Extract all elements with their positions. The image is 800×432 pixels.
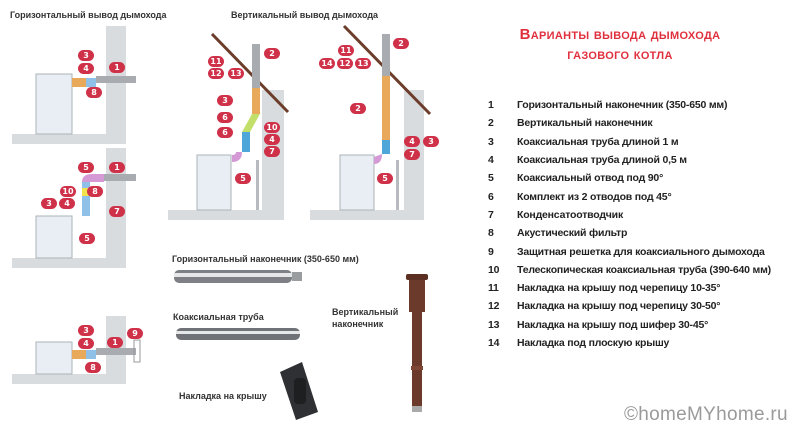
coaxial-pipe-photo <box>176 328 300 340</box>
badge: 7 <box>109 205 125 217</box>
badge: 4 <box>264 133 280 145</box>
caption-coaxial-pipe: Коаксиальная труба <box>173 312 264 322</box>
legend-number: 7 <box>488 208 494 221</box>
legend-number: 4 <box>488 154 494 167</box>
legend-number: 5 <box>488 172 494 185</box>
horizontal-diagram-1 <box>12 26 136 144</box>
legend-number: 13 <box>488 318 500 331</box>
badge: 11 <box>338 44 354 56</box>
badge: 8 <box>86 86 102 98</box>
badge: 5 <box>79 232 95 244</box>
badge: 6 <box>217 111 233 123</box>
horizontal-diagram-3 <box>12 316 141 384</box>
horizontal-tip-photo <box>174 270 302 283</box>
legend-text: Горизонтальный наконечник (350-650 мм) <box>517 99 728 112</box>
badge: 5 <box>78 161 94 173</box>
legend-text: Защитная решетка для коаксиального дымох… <box>517 245 765 258</box>
badge: 10 <box>60 185 76 197</box>
badge: 6 <box>217 126 233 138</box>
legend-item: 11 Накладка на крышу под черепицу 10-35° <box>488 279 800 297</box>
legend-text: Накладка на крышу под шифер 30-45° <box>517 318 709 331</box>
legend-text: Конденсатоотводчик <box>517 208 623 221</box>
badge: 13 <box>355 57 371 69</box>
caption-vertical: Вертикальный вывод дымохода <box>231 10 379 20</box>
vertical-tip-photo <box>406 274 428 412</box>
badge: 8 <box>85 361 101 373</box>
legend-item: 4 Коаксиальная труба длиной 0,5 м <box>488 151 800 169</box>
badge: 2 <box>393 37 409 49</box>
legend-number: 8 <box>488 227 494 240</box>
badge: 4 <box>59 197 75 209</box>
legend-item: 3 Коаксиальная труба длиной 1 м <box>488 133 800 151</box>
caption-roof-flashing: Накладка на крышу <box>179 391 267 401</box>
badge: 1 <box>109 61 125 73</box>
watermark: ©homeMYhome.ru <box>624 404 788 425</box>
roof-flashing-photo <box>280 362 318 420</box>
legend-number: 10 <box>488 263 500 276</box>
badge: 5 <box>235 172 251 184</box>
badge: 3 <box>423 135 439 147</box>
caption-horizontal-tip: Горизонтальный наконечник (350-650 мм) <box>172 254 359 264</box>
badge: 4 <box>78 62 94 74</box>
legend-item: 6 Комплект из 2 отводов под 45° <box>488 187 800 205</box>
legend-item: 5 Коаксиальный отвод под 90° <box>488 169 800 187</box>
legend-text: Вертикальный наконечник <box>517 117 653 130</box>
legend-item: 10 Телескопическая коаксиальная труба (39… <box>488 261 800 279</box>
legend-item: 2 Вертикальный наконечник <box>488 114 800 132</box>
legend-item: 9 Защитная решетка для коаксиального дымо… <box>488 242 800 260</box>
badge: 4 <box>78 337 94 349</box>
legend-text: Акустический фильтр <box>517 227 628 240</box>
badge: 11 <box>208 55 224 67</box>
legend-number: 9 <box>488 245 494 258</box>
legend-text: Коаксиальная труба длиной 0,5 м <box>517 154 687 167</box>
legend-item: 14 Накладка под плоскую крышу <box>488 334 800 352</box>
legend-number: 14 <box>488 337 500 349</box>
badge: 1 <box>109 161 125 173</box>
badge: 8 <box>87 185 103 197</box>
legend-text: Накладка на крышу под черепицу 30-50° <box>517 300 721 313</box>
title-line-2: газового котла <box>567 46 673 63</box>
title-line-1: Варианты вывода дымохода <box>519 26 721 43</box>
legend-number: 2 <box>488 117 494 130</box>
badge: 13 <box>228 67 244 79</box>
badge: 3 <box>78 49 94 61</box>
badge: 4 <box>404 135 420 147</box>
legend-number: 12 <box>488 300 500 313</box>
legend: 1 Горизонтальный наконечник (350-650 мм) 2… <box>488 96 800 352</box>
caption-vertical-tip-1: Вертикальный <box>332 307 399 317</box>
badge: 2 <box>264 47 280 59</box>
legend-item: 7 Конденсатоотводчик <box>488 206 800 224</box>
legend-number: 1 <box>488 99 494 112</box>
legend-number: 3 <box>488 135 494 148</box>
badge: 14 <box>319 57 335 69</box>
badge: 7 <box>264 145 280 157</box>
badge: 2 <box>350 102 366 114</box>
legend-number: 6 <box>488 190 494 203</box>
badge: 12 <box>337 57 353 69</box>
legend-text: Коаксиальная труба длиной 1 м <box>517 135 679 148</box>
legend-text: Накладка под плоскую крышу <box>517 337 670 349</box>
legend-text: Накладка на крышу под черепицу 10-35° <box>517 282 721 295</box>
horizontal-diagram-2 <box>12 148 136 268</box>
legend-text: Коаксиальный отвод под 90° <box>517 172 664 185</box>
badge: 12 <box>208 67 224 79</box>
badge: 7 <box>404 148 420 160</box>
vertical-diagram-2 <box>310 24 432 220</box>
legend-item: 8 Акустический фильтр <box>488 224 800 242</box>
caption-horizontal: Горизонтальный вывод дымохода <box>10 10 167 20</box>
legend-text: Комплект из 2 отводов под 45° <box>517 190 672 203</box>
badge: 3 <box>78 324 94 336</box>
caption-vertical-tip-2: наконечник <box>332 319 384 329</box>
legend-item: 12 Накладка на крышу под черепицу 30-50° <box>488 297 800 315</box>
legend-item: 13 Накладка на крышу под шифер 30-45° <box>488 316 800 334</box>
legend-item: 1 Горизонтальный наконечник (350-650 мм) <box>488 96 800 114</box>
badge: 1 <box>107 336 123 348</box>
badge: 5 <box>377 172 393 184</box>
legend-text: Телескопическая коаксиальная труба (390-… <box>517 263 771 276</box>
badge: 3 <box>217 94 233 106</box>
badge: 9 <box>127 327 143 339</box>
badge: 3 <box>41 197 57 209</box>
badge: 10 <box>264 121 280 133</box>
legend-number: 11 <box>488 282 499 295</box>
